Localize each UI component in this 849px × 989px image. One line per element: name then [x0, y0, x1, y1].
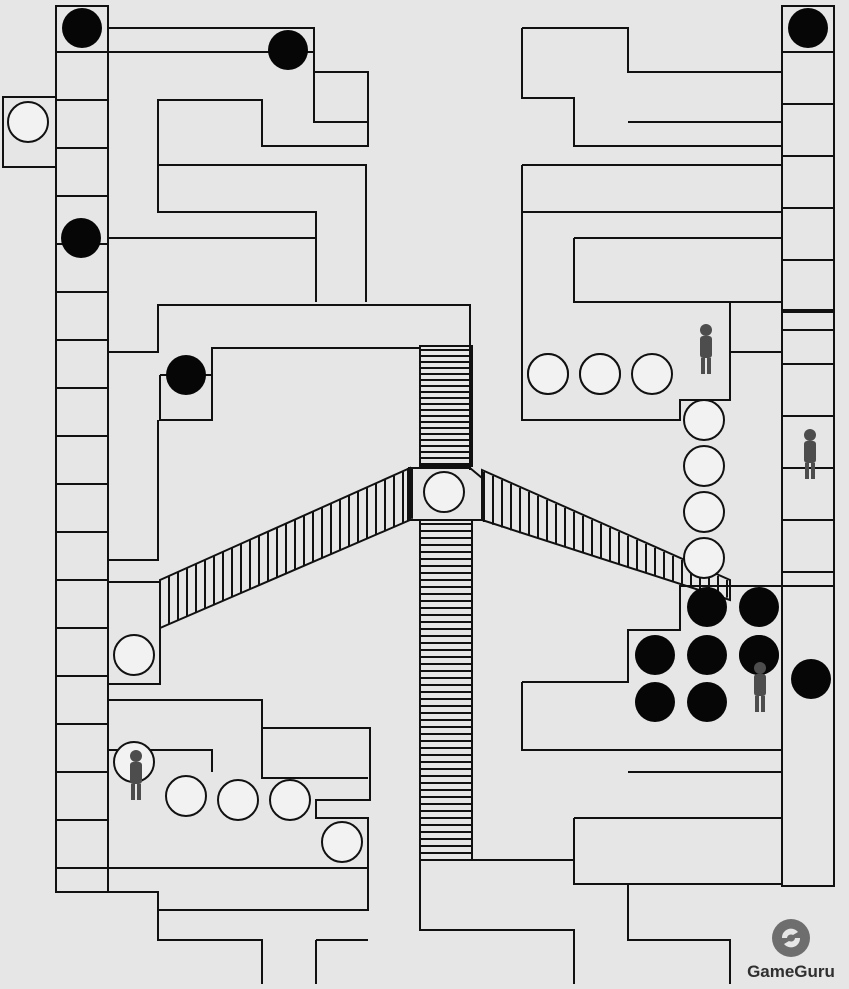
maze-wall: [419, 860, 575, 984]
watermark: GameGuru: [739, 916, 843, 982]
center-stair: [419, 519, 473, 861]
white-ball-icon: [423, 471, 465, 513]
black-ball-icon: [268, 30, 308, 70]
white-ball-icon: [579, 353, 621, 395]
left-side-nub: [2, 96, 57, 168]
black-ball-icon: [788, 8, 828, 48]
standing-figure-icon: [700, 324, 712, 374]
white-ball-icon: [269, 779, 311, 821]
maze-wall: [159, 375, 213, 421]
white-ball-icon: [683, 445, 725, 487]
black-ball-icon: [687, 635, 727, 675]
maze-wall: [261, 728, 368, 779]
right-diagonal-stair: [481, 468, 731, 602]
standing-figure-icon: [130, 750, 142, 800]
left-outer-column: [55, 5, 109, 893]
black-ball-icon: [635, 635, 675, 675]
maze-wall: [157, 165, 317, 302]
white-ball-icon: [217, 779, 259, 821]
maze-wall: [627, 884, 731, 984]
gameguru-logo-icon: [772, 919, 810, 957]
white-ball-icon: [321, 821, 363, 863]
white-ball-icon: [683, 491, 725, 533]
upper-stair: [419, 345, 473, 467]
white-ball-icon: [683, 537, 725, 579]
maze-wall: [521, 28, 782, 147]
maze-wall: [573, 238, 782, 303]
white-ball-icon: [113, 634, 155, 676]
white-ball-icon: [7, 101, 49, 143]
maze-wall: [522, 585, 782, 683]
black-ball-icon: [635, 682, 675, 722]
black-ball-icon: [61, 218, 101, 258]
white-ball-icon: [527, 353, 569, 395]
maze-wall: [521, 165, 782, 213]
black-ball-icon: [687, 682, 727, 722]
maze-wall: [158, 164, 367, 302]
standing-figure-icon: [804, 429, 816, 479]
white-ball-icon: [165, 775, 207, 817]
black-ball-icon: [166, 355, 206, 395]
right-outer-column: [781, 5, 835, 587]
black-ball-icon: [791, 659, 831, 699]
maze-wall: [522, 27, 782, 73]
maze-wall: [108, 891, 263, 984]
white-ball-icon: [683, 399, 725, 441]
black-ball-icon: [739, 635, 779, 675]
maze-wall: [108, 581, 161, 685]
maze-wall: [108, 420, 159, 561]
white-ball-icon: [631, 353, 673, 395]
watermark-text: GameGuru: [747, 962, 835, 981]
black-ball-icon: [687, 587, 727, 627]
standing-figure-icon: [754, 662, 766, 712]
maze-wall: [521, 682, 782, 751]
maze-wall: [313, 72, 368, 123]
right-outer-column-lower: [781, 585, 835, 887]
black-ball-icon: [62, 8, 102, 48]
black-ball-icon: [739, 587, 779, 627]
maze-wall: [158, 868, 369, 911]
maze-wall: [108, 699, 371, 869]
maze-wall: [108, 304, 471, 470]
maze-wall: [108, 27, 369, 165]
maze-wall: [573, 818, 782, 885]
